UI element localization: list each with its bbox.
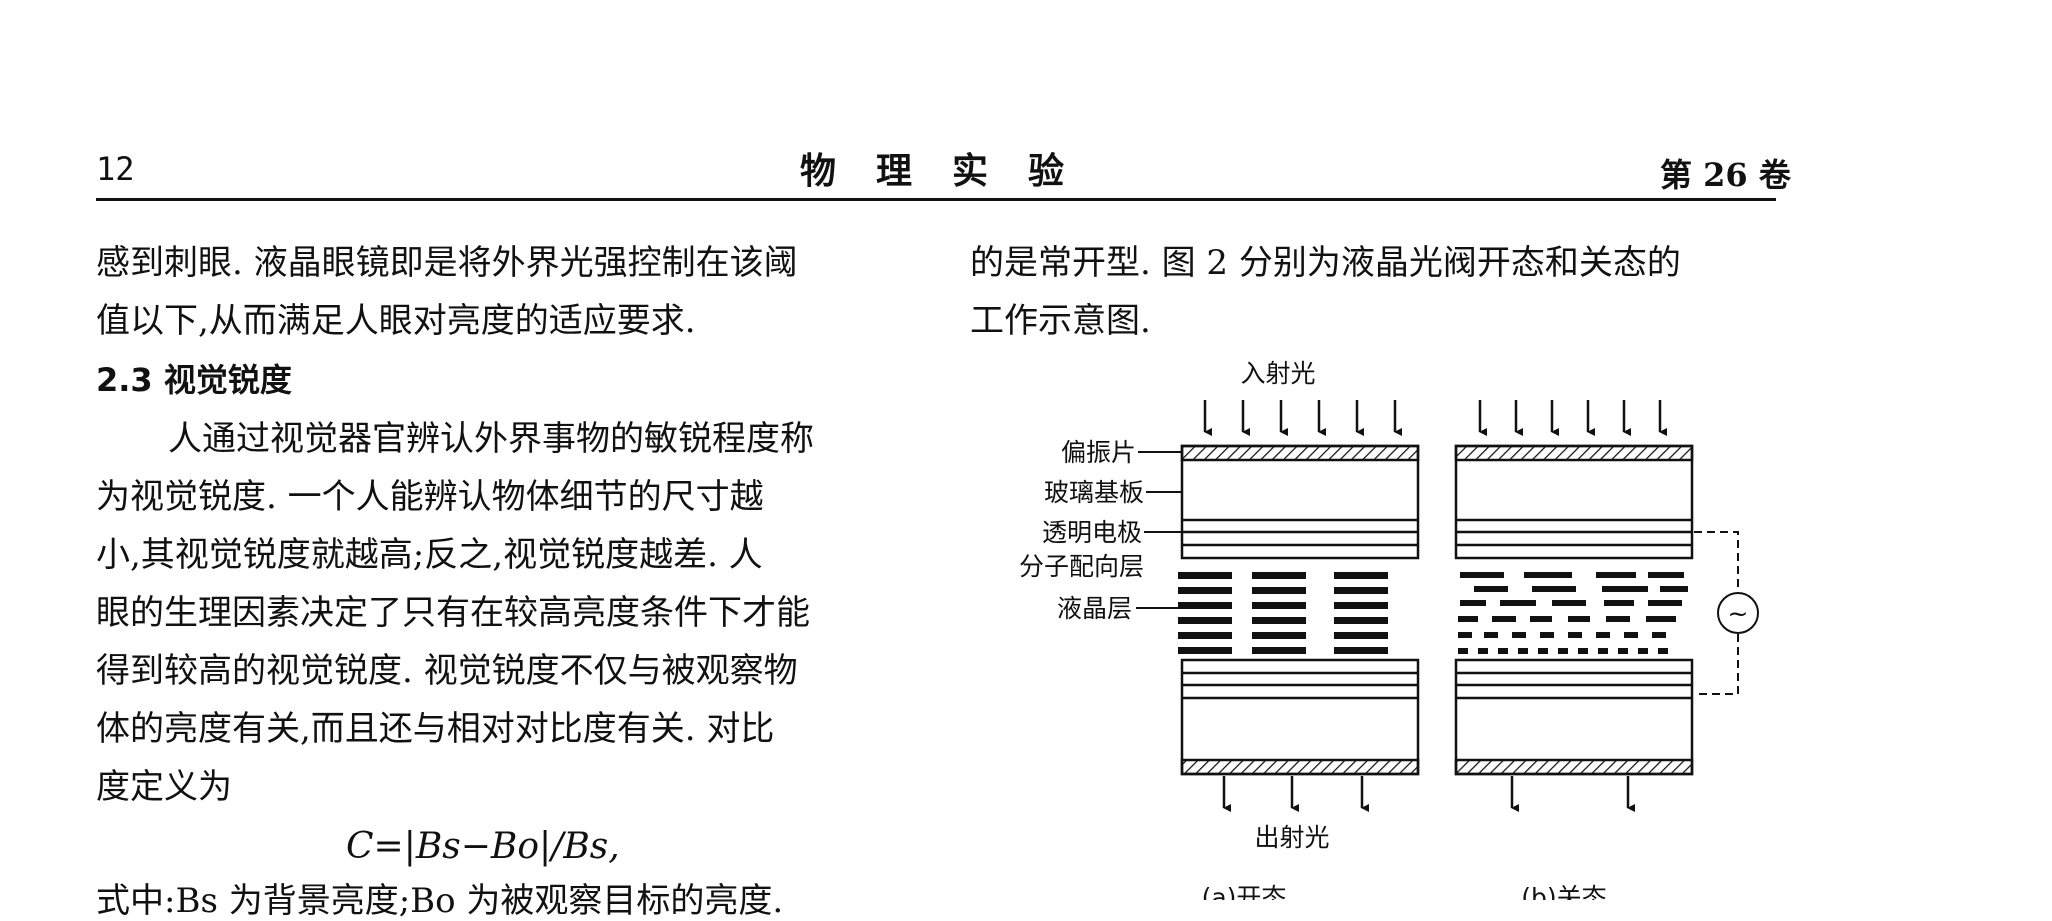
ac-source-icon [1717, 592, 1759, 634]
top-polarizer [1180, 444, 1420, 462]
bottom-polarizer [1180, 758, 1420, 776]
liquid-crystal-aligned [1178, 572, 1388, 654]
header-rule [96, 198, 1776, 201]
text-line: 人通过视觉器官辨认外界事物的敏锐程度称 [168, 419, 814, 459]
top-polarizer-b [1454, 444, 1694, 462]
polarizer-label: 偏振片 [1061, 438, 1136, 467]
incident-arrows-a [1203, 400, 1402, 436]
page-number: 12 [96, 150, 135, 188]
outgoing-arrows [1222, 776, 1635, 812]
contrast-formula: C=|Bs−Bo|/Bs, [346, 826, 620, 867]
outgoing-light-label: 出射光 [1254, 823, 1329, 852]
text-line: 感到刺眼. 液晶眼镜即是将外界光强控制在该阈 [96, 243, 798, 283]
incident-light-label: 入射光 [1240, 359, 1315, 388]
top-glass-substrate-b [1454, 444, 1694, 560]
layer-labels: 偏振片 玻璃基板 透明电极 分子配向层 液晶层 [1019, 438, 1182, 623]
ac-circuit [1694, 531, 1759, 695]
text-line: 值以下,从而满足人眼对亮度的适应要求. [96, 301, 696, 341]
caption-closed-state: (b)关态 [1521, 883, 1606, 900]
lc-light-valve-figure: 入射光 [1019, 359, 1759, 900]
volume-label: 第 26 卷 [1660, 156, 1791, 194]
ac-symbol: ~ [1728, 599, 1749, 628]
liquid-crystal-layer-label: 液晶层 [1057, 594, 1132, 623]
glass-substrate-label: 玻璃基板 [1044, 478, 1144, 507]
bottom-polarizer-b [1454, 758, 1694, 776]
text-line: 的是常开型. 图 2 分别为液晶光阀开态和关态的 [970, 243, 1681, 283]
text-line: 小,其视觉锐度就越高;反之,视觉锐度越差. 人 [96, 535, 763, 575]
caption-open-state: (a)开态 [1202, 883, 1287, 900]
bottom-glass-substrate-b [1454, 658, 1694, 776]
text-line: 为视觉锐度. 一个人能辨认物体细节的尺寸越 [96, 477, 764, 517]
text-line: 体的亮度有关,而且还与相对对比度有关. 对比 [96, 709, 775, 749]
top-glass-substrate [1180, 444, 1420, 560]
transparent-electrode-label: 透明电极 [1042, 518, 1142, 547]
text-line: 眼的生理因素决定了只有在较高亮度条件下才能 [96, 593, 810, 633]
journal-title: 物理实验 [800, 150, 1105, 192]
cell-closed-state [1454, 444, 1694, 776]
cell-open-state [1180, 444, 1420, 776]
alignment-layer-label: 分子配向层 [1019, 552, 1144, 581]
bottom-glass-substrate [1180, 658, 1420, 776]
liquid-crystal-rotated [1458, 572, 1688, 654]
section-heading: 2.3 视觉锐度 [96, 361, 292, 399]
incident-arrows-b [1478, 400, 1667, 436]
text-line: 得到较高的视觉锐度. 视觉锐度不仅与被观察物 [96, 651, 798, 691]
text-line: 工作示意图. [970, 301, 1151, 341]
text-line: 度定义为 [96, 767, 232, 807]
